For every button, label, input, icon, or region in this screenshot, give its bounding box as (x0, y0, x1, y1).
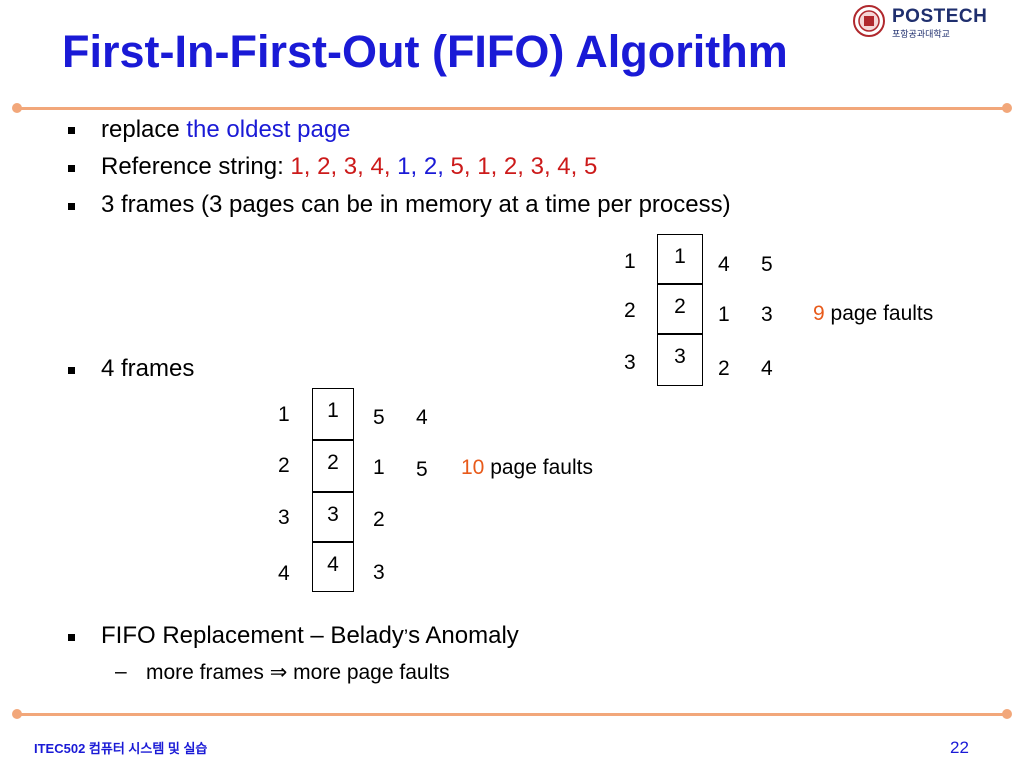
reference-label: 2 (624, 299, 636, 322)
fault-count-3-frames: 9 page faults (813, 302, 933, 326)
bullet-four-frames: 4 frames (101, 355, 195, 382)
frame-cell: 1 (312, 388, 354, 440)
bottom-divider (12, 709, 1012, 719)
reference-item: 2, (423, 153, 451, 180)
sub-bullet-more-frames: more frames ⇒ more page faults (146, 660, 450, 685)
replacement-value: 2 (373, 508, 385, 531)
bullet-marker (68, 367, 75, 374)
replacement-value: 5 (761, 253, 773, 276)
bullet-text: s Anomaly (408, 622, 519, 649)
reference-label: 2 (278, 454, 290, 477)
replacement-value: 1 (373, 456, 385, 479)
reference-item: 3, (343, 153, 371, 180)
replacement-value: 4 (761, 357, 773, 380)
postech-emblem-icon (853, 5, 885, 37)
dash: – (310, 622, 324, 649)
frame-cell: 4 (312, 542, 354, 592)
logo-name: POSTECH (892, 6, 988, 27)
implies-arrow-icon: ⇒ (269, 661, 288, 684)
reference-label: 1 (278, 403, 290, 426)
reference-label: 3 (278, 506, 290, 529)
reference-item: 4, (370, 153, 398, 180)
bullet-marker (68, 203, 75, 210)
bullet-reference-string: Reference string: 1, 2, 3, 4, 1, 2, 5, 1… (101, 153, 597, 181)
reference-label: 1 (624, 250, 636, 273)
bullet-text: replace (101, 116, 187, 143)
course-footer: ITEC502 컴퓨터 시스템 및 실습 (34, 741, 208, 756)
slide-title: First-In-First-Out (FIFO) Algorithm (62, 26, 788, 77)
frame-cell: 3 (657, 334, 703, 386)
bullet-text: FIFO Replacement (101, 622, 311, 649)
reference-item: 1, (397, 153, 424, 180)
top-divider (12, 103, 1012, 113)
postech-logo: POSTECH 포항공과대학교 (852, 4, 988, 39)
replacement-value: 5 (416, 458, 428, 481)
sub-text: more frames (146, 661, 270, 684)
reference-label: 4 (278, 562, 290, 585)
bullet-belady-anomaly: FIFO Replacement – Belady’s Anomaly (101, 622, 519, 650)
replacement-value: 2 (718, 357, 730, 380)
frame-cell: 3 (312, 492, 354, 542)
bullet-three-frames: 3 frames (3 pages can be in memory at a … (101, 191, 731, 218)
reference-item: 2, (317, 153, 344, 180)
bullet-text: Reference string: (101, 153, 291, 180)
fault-number: 10 (461, 456, 485, 479)
replacement-value: 3 (761, 303, 773, 326)
sub-bullet-dash: – (115, 660, 127, 683)
replacement-value: 3 (373, 561, 385, 584)
replacement-value: 1 (718, 303, 730, 326)
bullet-replace-oldest: replace the oldest page (101, 116, 351, 144)
reference-item: 1, (477, 153, 504, 180)
bullet-marker (68, 634, 75, 641)
reference-item: 2, (503, 153, 531, 180)
bullet-text: Belady (323, 622, 404, 649)
frame-cell: 2 (312, 440, 354, 492)
highlight-text: the oldest page (186, 116, 351, 143)
reference-item: 3, (530, 153, 558, 180)
reference-item: 4, (557, 153, 584, 180)
reference-sequence: 1, 2, 3, 4, 1, 2, 5, 1, 2, 3, 4, 5 (290, 153, 597, 180)
replacement-value: 4 (718, 253, 730, 276)
fault-number: 9 (813, 302, 825, 325)
logo-subtitle: 포항공과대학교 (892, 29, 950, 39)
bullet-marker (68, 127, 75, 134)
reference-item: 1, (290, 153, 318, 180)
fault-count-4-frames: 10 page faults (461, 456, 593, 480)
replacement-value: 5 (373, 406, 385, 429)
frame-cell: 1 (657, 234, 703, 284)
page-number: 22 (950, 738, 969, 757)
reference-item: 5 (583, 153, 598, 180)
reference-item: 5, (450, 153, 478, 180)
fault-label: page faults (484, 456, 593, 479)
replacement-value: 4 (416, 406, 428, 429)
fault-label: page faults (824, 302, 934, 325)
reference-label: 3 (624, 351, 636, 374)
frame-cell: 2 (657, 284, 703, 334)
bullet-marker (68, 165, 75, 172)
sub-text: more page faults (287, 661, 450, 684)
apostrophe: ’ (403, 627, 409, 648)
